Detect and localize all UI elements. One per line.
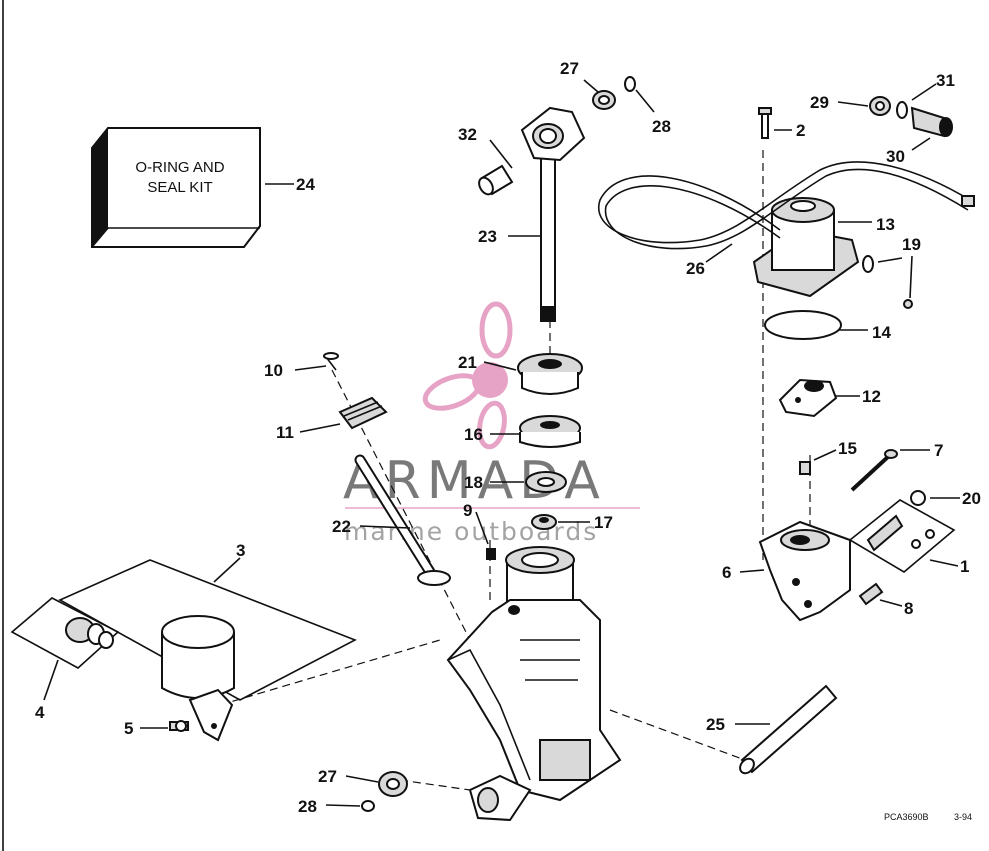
callout-18: 18	[464, 473, 483, 492]
callout-4: 4	[35, 703, 45, 722]
motor-13	[752, 197, 860, 298]
callout-13: 13	[876, 215, 895, 234]
valve-12	[778, 378, 838, 418]
callout-17: 17	[594, 513, 613, 532]
wire-harness-26b	[604, 168, 969, 250]
wire-harness-26	[597, 161, 971, 244]
callout-15: 15	[838, 439, 857, 458]
callout-26: 26	[686, 259, 705, 278]
callout-labels: 24 32 23 27 28 10 11 21 16 18 17 22 9 3 …	[35, 59, 981, 816]
trim-cylinder-housing	[446, 546, 622, 822]
piston-rod-23	[520, 106, 586, 322]
callout-19: 19	[902, 235, 921, 254]
oring-14	[764, 310, 842, 340]
callout-2: 2	[796, 121, 805, 140]
pin-25	[739, 684, 838, 775]
callout-30: 30	[886, 147, 905, 166]
kit-box-line1: O-RING AND	[135, 159, 224, 176]
piston-16	[519, 415, 581, 448]
callout-11: 11	[276, 423, 294, 442]
callout-16: 16	[464, 425, 483, 444]
fitting-30	[910, 106, 953, 138]
reservoir-cap-inset	[10, 597, 120, 669]
callout-32: 32	[458, 125, 477, 144]
callout-7: 7	[934, 441, 943, 460]
callout-27-top: 27	[560, 59, 579, 78]
screw-10	[323, 352, 339, 371]
filter-11	[338, 396, 388, 430]
callout-9: 9	[463, 501, 472, 520]
tube-22	[354, 454, 451, 586]
screw-8	[858, 582, 884, 606]
reservoir-cap	[65, 617, 114, 649]
callout-20: 20	[962, 489, 981, 508]
callout-29: 29	[810, 93, 829, 112]
ring-28-top	[624, 76, 636, 92]
callout-14: 14	[872, 323, 891, 342]
pin-32	[478, 164, 514, 196]
screw-2	[758, 107, 772, 139]
callout-3: 3	[236, 541, 245, 560]
leader-lines	[43, 79, 960, 807]
callout-28-top: 28	[652, 117, 671, 136]
callout-25: 25	[706, 715, 725, 734]
callout-28-bottom: 28	[298, 797, 317, 816]
callout-21: 21	[458, 353, 477, 372]
figure-code: PCA3690B	[884, 812, 929, 822]
plug-9	[486, 548, 496, 560]
callout-31: 31	[936, 71, 955, 90]
ring-28-bottom	[361, 800, 375, 812]
reservoir	[161, 615, 235, 742]
oring-31	[896, 101, 908, 119]
propeller-logo-icon	[422, 301, 513, 450]
screw-7	[850, 449, 898, 492]
plug-15	[799, 461, 811, 475]
clip-19	[862, 255, 913, 309]
figure-date: 3-94	[954, 812, 972, 822]
callout-12: 12	[862, 387, 881, 406]
harness-connector	[961, 195, 975, 207]
pump-body-6	[758, 520, 851, 622]
nut-17	[531, 514, 557, 530]
seal-kit-box: O-RING AND SEAL KIT	[91, 127, 261, 248]
callout-10: 10	[264, 361, 283, 380]
fitting-29	[869, 96, 891, 116]
screw-5	[169, 720, 189, 732]
washer-18	[525, 471, 567, 493]
bushing-27-bottom	[378, 771, 408, 797]
fitting-1	[848, 499, 956, 573]
callout-6: 6	[722, 563, 731, 582]
callout-1: 1	[960, 557, 969, 576]
callout-23: 23	[478, 227, 497, 246]
kit-box-line2: SEAL KIT	[147, 179, 212, 196]
callout-27-bottom: 27	[318, 767, 337, 786]
callout-8: 8	[904, 599, 913, 618]
callout-22: 22	[332, 517, 351, 536]
gland-21	[517, 353, 583, 395]
bushing-27-top	[592, 90, 616, 110]
callout-24: 24	[296, 175, 315, 194]
ring-20	[910, 490, 926, 506]
callout-5: 5	[124, 719, 133, 738]
